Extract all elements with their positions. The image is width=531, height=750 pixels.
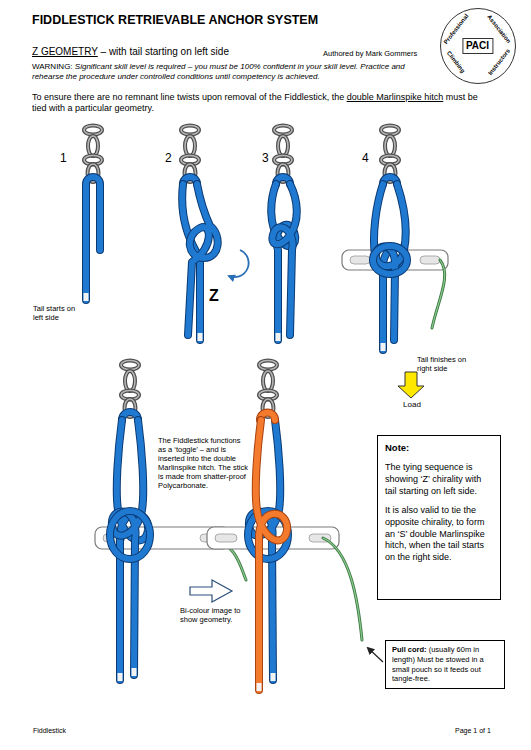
text-block: 3 bbox=[262, 151, 276, 165]
step-4-figure bbox=[398, 372, 424, 398]
note-heading: Note: bbox=[385, 442, 493, 454]
footer-page: Page 1 of 1 bbox=[455, 727, 491, 734]
step-3-figure bbox=[272, 184, 296, 335]
text-block: Fiddlestick bbox=[33, 727, 113, 735]
toggle-inserted-figure bbox=[118, 673, 123, 681]
text-block: 4 bbox=[362, 151, 376, 165]
text-block: Page 1 of 1 bbox=[455, 727, 517, 735]
text-block: Z GEOMETRY – with tail starting on left … bbox=[32, 46, 317, 58]
section-heading: Z GEOMETRY bbox=[32, 46, 98, 57]
author-line: Authored by Mark Gommers bbox=[323, 49, 417, 58]
text-block: Bi-colour image to show geometry. bbox=[180, 606, 252, 624]
text-block: Authored by Mark Gommers bbox=[323, 49, 435, 58]
step-1-figure bbox=[84, 126, 102, 302]
toggle-inserted-figure bbox=[110, 511, 150, 559]
text-block: 1 bbox=[60, 151, 74, 165]
step-number: 4 bbox=[362, 151, 369, 165]
load-label: Load bbox=[403, 400, 421, 409]
toggle-inserted-figure bbox=[95, 361, 246, 682]
step-2-figure bbox=[181, 126, 249, 342]
text-block: Z bbox=[209, 286, 227, 305]
step-4-figure bbox=[376, 184, 406, 340]
bicolour-figure bbox=[323, 538, 362, 640]
text-block: The Fiddlestick functions as a ‘toggle’ … bbox=[158, 436, 250, 490]
bicolour-figure bbox=[271, 673, 276, 681]
pull-cord-box: Pull cord: (usually 60m in length) Must … bbox=[385, 640, 505, 689]
bicolour-figure bbox=[257, 683, 262, 691]
tail-note: Tail starts on left side bbox=[33, 304, 75, 322]
logo-ring-word: Climbing bbox=[446, 50, 467, 74]
step-number: 1 bbox=[60, 151, 67, 165]
step-2-figure bbox=[188, 184, 218, 335]
step-3-figure bbox=[272, 184, 296, 335]
bicolour-figure bbox=[323, 538, 362, 640]
text-block: Load bbox=[396, 400, 428, 410]
intro-text: To ensure there are no remnant line twis… bbox=[32, 92, 344, 102]
text-block: To ensure there are no remnant line twis… bbox=[32, 92, 492, 114]
footer-text: Fiddlestick bbox=[33, 727, 66, 734]
step-4-figure bbox=[376, 184, 406, 340]
bicolour-figure bbox=[256, 420, 287, 690]
fiddlestick-toggle bbox=[420, 256, 440, 264]
step-1-figure bbox=[86, 177, 100, 300]
note-text: The tying sequence is showing ‘Z’ chiral… bbox=[385, 462, 493, 497]
note-text: It is also valid to tie the opposite chi… bbox=[385, 505, 493, 563]
step-2-figure bbox=[198, 333, 203, 341]
warning-text: Significant skill level is required – yo… bbox=[32, 62, 405, 81]
note-box: Note: The tying sequence is showing ‘Z’ c… bbox=[377, 435, 501, 600]
hollow-arrow bbox=[190, 580, 232, 602]
section-heading: – with tail starting on left side bbox=[101, 46, 229, 57]
fiddlestick-toggle bbox=[350, 256, 370, 264]
toggle-inserted-figure bbox=[132, 668, 137, 676]
image-note: Bi-colour image to show geometry. bbox=[180, 606, 240, 624]
warning-label: WARNING: bbox=[32, 62, 73, 71]
step-2-figure bbox=[229, 250, 249, 277]
step-number: 3 bbox=[262, 151, 269, 165]
text-block: WARNING: Significant skill level is requ… bbox=[32, 62, 437, 81]
leader-arrow bbox=[368, 648, 383, 662]
step-4-figure bbox=[432, 260, 445, 328]
step-4-figure bbox=[432, 260, 445, 328]
intro-link: double Marlinspike hitch bbox=[347, 92, 444, 102]
step-1-figure bbox=[84, 293, 89, 301]
fiddlestick-toggle bbox=[215, 534, 237, 542]
step-4-figure bbox=[381, 343, 386, 351]
step-number: 2 bbox=[165, 151, 172, 165]
pull-cord-heading: Pull cord: bbox=[392, 645, 427, 654]
text-block: Tail finishes on right side bbox=[417, 355, 479, 373]
logo-initials: PACI bbox=[462, 38, 493, 54]
tail-note: Tail finishes on right side bbox=[417, 355, 466, 373]
step-1-figure bbox=[86, 177, 100, 300]
page-title: FIDDLESTICK RETRIEVABLE ANCHOR SYSTEM bbox=[32, 13, 318, 28]
bicolour-figure bbox=[207, 361, 362, 692]
bicolour-figure bbox=[256, 420, 287, 690]
step-3-figure bbox=[276, 333, 281, 341]
logo-badge: ProfessionalAssociationClimbingInstructo… bbox=[440, 8, 516, 84]
chirality-letter: Z bbox=[209, 287, 219, 304]
text-block: 2 bbox=[165, 151, 179, 165]
step-4-figure bbox=[373, 246, 407, 274]
explanation-text: The Fiddlestick functions as a ‘toggle’ … bbox=[158, 436, 248, 490]
text-block: Tail starts on left side bbox=[33, 304, 87, 322]
step-3-figure bbox=[271, 126, 297, 342]
toggle-inserted-figure bbox=[110, 511, 150, 559]
step-2-figure bbox=[188, 184, 218, 335]
step-4-figure bbox=[373, 246, 407, 274]
